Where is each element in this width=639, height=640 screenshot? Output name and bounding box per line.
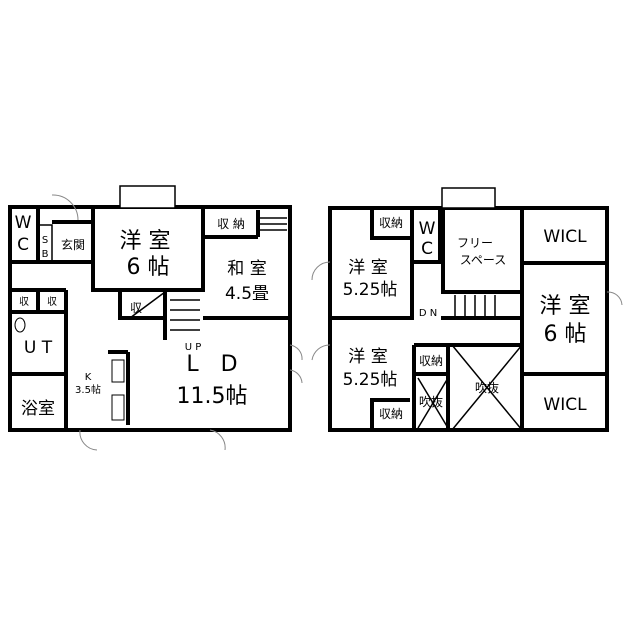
bath-label: 浴室: [21, 399, 55, 419]
wc-label-w: W: [419, 219, 436, 239]
shuno-upper-label: 収納: [379, 216, 403, 230]
shuno-label: 収 納: [217, 217, 245, 231]
room-upper-size: 5.25帖: [343, 280, 398, 300]
window-bay: [441, 187, 496, 209]
kitchen-name: K: [85, 372, 92, 383]
shu-mid-label: 収: [130, 301, 142, 315]
floor-2-plan: 洋 室 5.25帖 収納 W C フリー スペース WICL 洋 室 6 帖 W…: [311, 187, 623, 432]
ld-size: 11.5帖: [177, 384, 248, 409]
free-space-line2: スペース: [460, 253, 507, 267]
washitsu-name: 和 室: [227, 259, 266, 279]
floor-1-plan: W C S B 玄関 洋 室 6 帖 収 納 和 室 4.5畳 収 収 収 U …: [8, 185, 303, 451]
room-lower-size: 5.25帖: [343, 370, 398, 390]
sb-label-s: S: [42, 235, 48, 246]
wc-label-w: W: [15, 213, 32, 233]
wicl-bottom-label: WICL: [543, 395, 587, 415]
free-space-line1: フリー: [457, 236, 493, 250]
washitsu-size: 4.5畳: [225, 284, 269, 304]
shuno-mid-label: 収納: [419, 354, 443, 368]
room-right-size: 6 帖: [544, 322, 587, 347]
dn-label: D N: [419, 308, 437, 319]
wc-label-c: C: [17, 235, 29, 255]
kitchen-size: 3.5帖: [75, 383, 101, 396]
genkan-label: 玄関: [61, 237, 85, 252]
window-bay: [119, 185, 176, 209]
fukinuke-small-label: 吹抜: [419, 395, 443, 409]
shu-left1-label: 収: [19, 296, 29, 308]
up-label: U P: [185, 342, 202, 353]
room-right-name: 洋 室: [540, 294, 591, 319]
shuno-lower-label: 収納: [379, 407, 403, 421]
sb-label-b: B: [42, 249, 49, 260]
youshitsu-size: 6 帖: [127, 255, 170, 280]
ld-name: L D: [186, 352, 237, 377]
room-lower-name: 洋 室: [348, 347, 387, 367]
fukinuke-big-label: 吹抜: [475, 381, 499, 395]
ut-label: U T: [24, 338, 53, 358]
youshitsu-name: 洋 室: [120, 229, 171, 254]
shu-left2-label: 収: [47, 296, 57, 308]
wc-label-c: C: [421, 239, 433, 259]
room-upper-name: 洋 室: [348, 258, 387, 278]
wicl-top-label: WICL: [543, 227, 587, 247]
